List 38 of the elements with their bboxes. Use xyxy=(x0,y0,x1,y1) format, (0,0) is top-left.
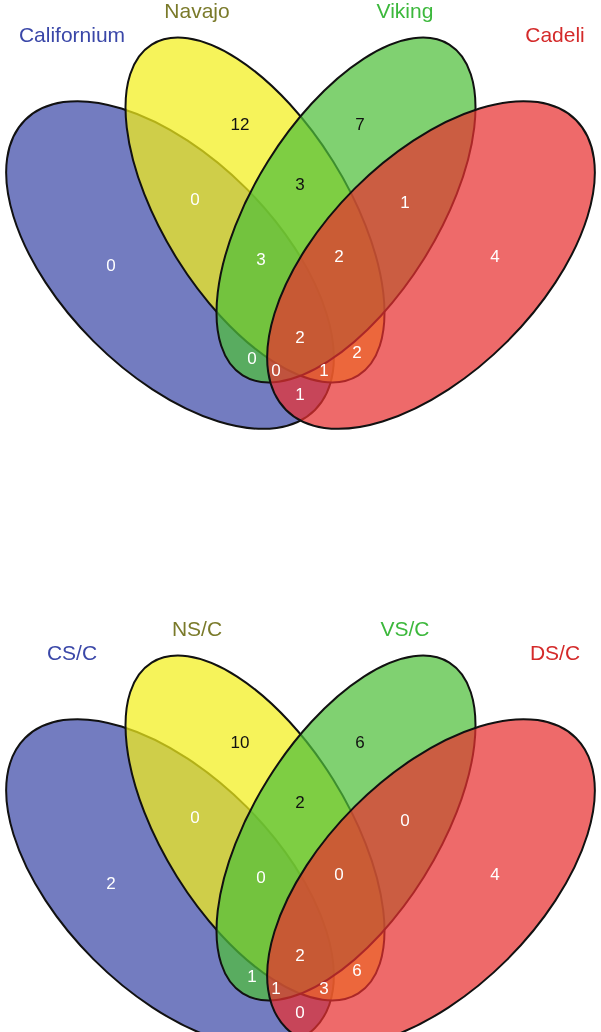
set-label: Viking xyxy=(376,0,434,22)
region-count: 12 xyxy=(230,115,250,135)
set-label: CS/C xyxy=(46,641,98,664)
region-count: 2 xyxy=(295,946,305,966)
region-count: 0 xyxy=(271,361,281,381)
region-count: 10 xyxy=(230,733,250,753)
region-count: 1 xyxy=(295,385,305,405)
region-count: 4 xyxy=(490,865,500,885)
region-count: 6 xyxy=(355,733,365,753)
region-count: 1 xyxy=(400,193,410,213)
region-count: 3 xyxy=(295,175,305,195)
region-count: 4 xyxy=(490,247,500,267)
set-label: Navajo xyxy=(164,0,230,22)
set-label: Californium xyxy=(18,23,126,46)
set-label: Cadeli xyxy=(525,23,585,46)
region-count: 2 xyxy=(334,247,344,267)
region-count: 0 xyxy=(190,190,200,210)
set-label: DS/C xyxy=(529,641,581,664)
region-count: 3 xyxy=(256,250,266,270)
region-count: 0 xyxy=(400,811,410,831)
set-label: VS/C xyxy=(380,617,430,640)
region-count: 1 xyxy=(271,979,281,999)
region-count: 3 xyxy=(319,979,329,999)
region-count: 7 xyxy=(355,115,365,135)
region-count: 0 xyxy=(247,349,257,369)
region-count: 0 xyxy=(295,1003,305,1023)
region-count: 2 xyxy=(106,874,116,894)
region-count: 2 xyxy=(295,328,305,348)
region-count: 0 xyxy=(256,868,266,888)
region-count: 2 xyxy=(295,793,305,813)
region-count: 1 xyxy=(319,361,329,381)
region-count: 0 xyxy=(334,865,344,885)
region-count: 6 xyxy=(352,961,362,981)
region-count: 2 xyxy=(352,343,362,363)
region-count: 1 xyxy=(247,967,257,987)
region-count: 0 xyxy=(190,808,200,828)
region-count: 0 xyxy=(106,256,116,276)
set-label: NS/C xyxy=(171,617,223,640)
